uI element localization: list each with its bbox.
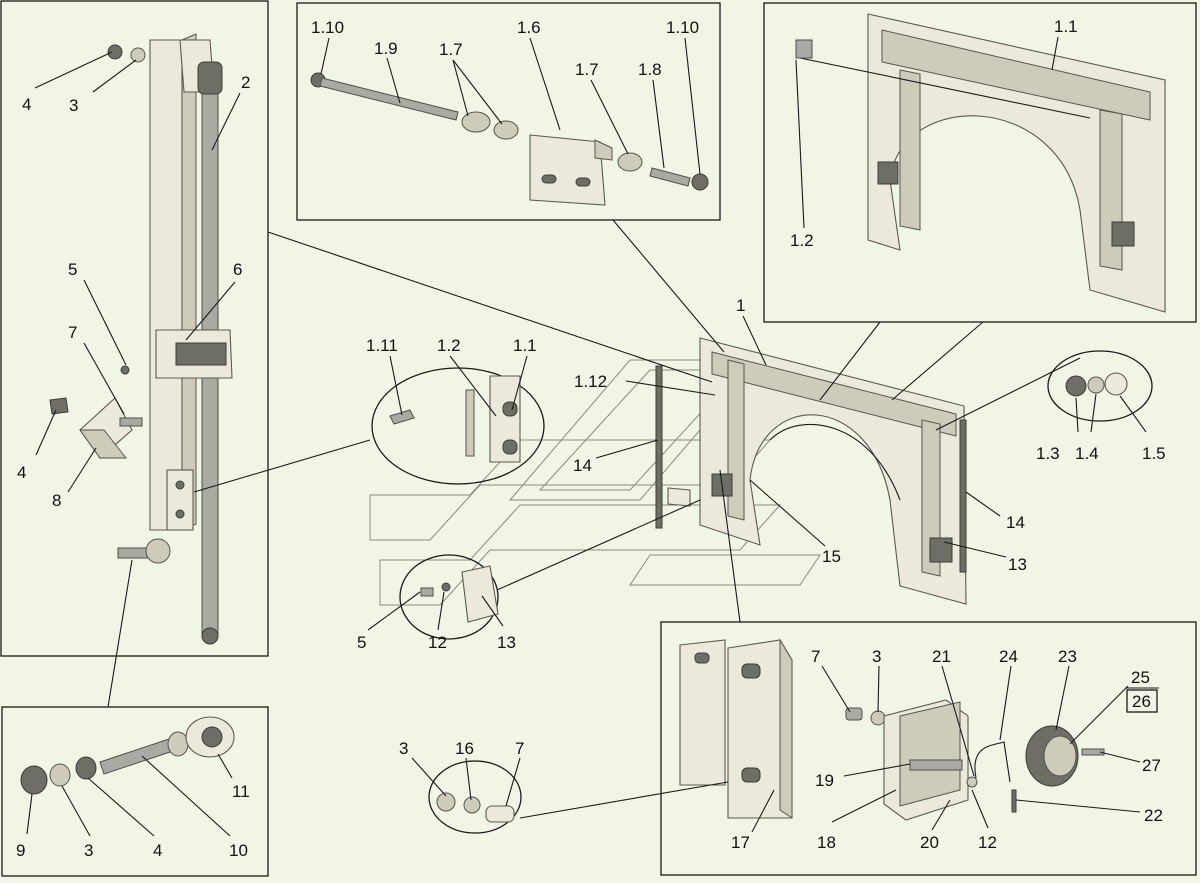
label-3b: 3 [84,841,93,860]
label-4a: 4 [22,95,31,114]
label-23: 23 [1058,647,1077,666]
label-12a: 12 [428,633,447,652]
label-25: 25 [1131,668,1150,687]
label-12b: 12 [978,833,997,852]
label-13a: 13 [1008,555,1027,574]
label-10: 10 [229,841,248,860]
label-1-7b: 1.7 [575,60,599,79]
callout-contents [389,372,1128,823]
label-5a: 5 [68,260,77,279]
label-2: 2 [241,73,250,92]
panel-hinge-detail [296,2,721,221]
label-22: 22 [1144,806,1163,825]
label-14b: 14 [1006,513,1025,532]
roller-parts [20,716,235,795]
label-1: 1 [736,296,745,315]
label-7b: 7 [515,739,524,758]
label-3d: 3 [872,647,881,666]
label-3c: 3 [399,739,408,758]
label-1-12: 1.12 [574,372,607,391]
label-27: 27 [1142,756,1161,775]
callout-ellipse-latch [371,367,545,485]
label-24: 24 [999,647,1018,666]
label-7c: 7 [811,647,820,666]
label-1-5: 1.5 [1142,444,1166,463]
label-1-7a: 1.7 [439,40,463,59]
label-1-3: 1.3 [1036,444,1060,463]
label-1-6: 1.6 [517,18,541,37]
alternate-part-box [1126,689,1158,713]
label-3a: 3 [69,96,78,115]
leader-lines [26,36,1147,837]
label-18: 18 [817,833,836,852]
label-1-11: 1.11 [366,336,398,355]
label-9: 9 [16,841,25,860]
label-5b: 5 [357,633,366,652]
label-1-10b: 1.10 [666,18,699,37]
label-1-1a: 1.1 [1054,17,1078,36]
label-8: 8 [52,491,61,510]
label-17: 17 [731,833,750,852]
label-1-2a: 1.2 [790,231,814,250]
label-21: 21 [932,647,951,666]
label-1-8: 1.8 [638,60,662,79]
callout-ellipse-bolt-set [428,760,522,834]
label-1-9: 1.9 [374,39,398,58]
label-26: 26 [1132,692,1151,711]
door-leaf-parts [795,13,1166,313]
label-6: 6 [233,260,242,279]
callout-ellipse-nut-set [1047,350,1153,422]
callout-ellipse-bracket [399,554,499,640]
label-1-2b: 1.2 [437,336,461,355]
panel-door-leaf-detail [763,2,1197,323]
label-11: 11 [232,782,250,801]
part-number-labels: 1.10 1.9 1.7 1.6 1.7 1.8 1.10 1.1 1.2 4 … [16,17,1166,860]
label-14a: 14 [573,456,592,475]
label-15: 15 [822,547,841,566]
label-1-4: 1.4 [1075,444,1099,463]
label-20: 20 [920,833,939,852]
lock-parts [679,638,1105,821]
label-4b: 4 [17,463,26,482]
label-16: 16 [455,739,474,758]
label-7a: 7 [68,323,77,342]
label-13b: 13 [497,633,516,652]
hinge-parts [310,72,709,206]
panel-lock-detail [660,621,1197,876]
label-19: 19 [815,771,834,790]
label-4c: 4 [153,841,162,860]
panel-left-rail-detail [0,0,269,657]
label-1-10a: 1.10 [311,18,344,37]
label-1-1b: 1.1 [513,336,537,355]
main-door-assembly [655,337,967,605]
panel-roller-detail [1,706,269,877]
left-rail-parts [49,33,233,645]
